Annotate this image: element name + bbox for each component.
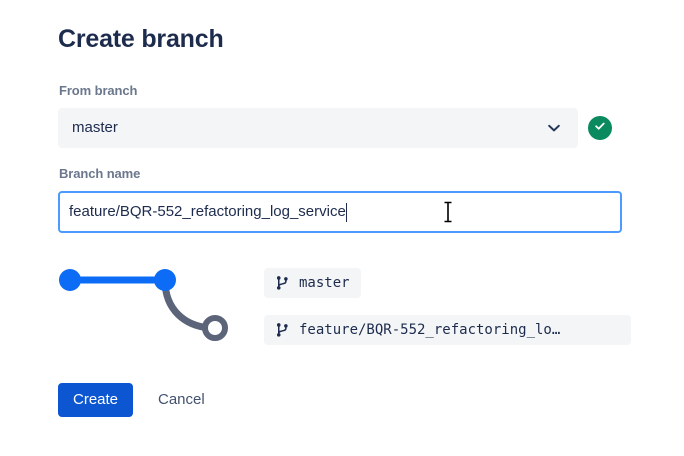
git-branch-icon <box>275 322 290 338</box>
from-branch-select[interactable]: master <box>58 108 578 148</box>
from-branch-value: master <box>72 119 118 136</box>
new-branch-node <box>202 315 228 341</box>
branch-name-label: Branch name <box>59 166 141 181</box>
from-branch-select-wrap: master <box>58 108 578 148</box>
chevron-down-icon <box>546 120 562 136</box>
page-title: Create branch <box>58 25 224 53</box>
create-button[interactable]: Create <box>58 383 134 417</box>
text-caret <box>345 202 347 222</box>
cancel-button[interactable]: Cancel <box>146 383 217 417</box>
git-branch-icon <box>275 275 290 291</box>
status-badge <box>588 116 612 140</box>
branch-graph <box>50 258 250 350</box>
check-icon <box>593 119 607 138</box>
branch-name-value: feature/BQR-552_refactoring_log_service <box>69 203 346 220</box>
branch-pill-label: feature/BQR-552_refactoring_lo… <box>299 322 561 338</box>
from-branch-label: From branch <box>59 83 138 98</box>
branch-pill-master: master <box>264 268 361 298</box>
branch-pill-label: master <box>299 275 350 291</box>
branch-pill-feature: feature/BQR-552_refactoring_lo… <box>264 315 631 345</box>
branch-name-input[interactable]: feature/BQR-552_refactoring_log_service <box>58 191 622 233</box>
commit-node-1 <box>59 269 81 291</box>
commit-node-2 <box>154 269 176 291</box>
